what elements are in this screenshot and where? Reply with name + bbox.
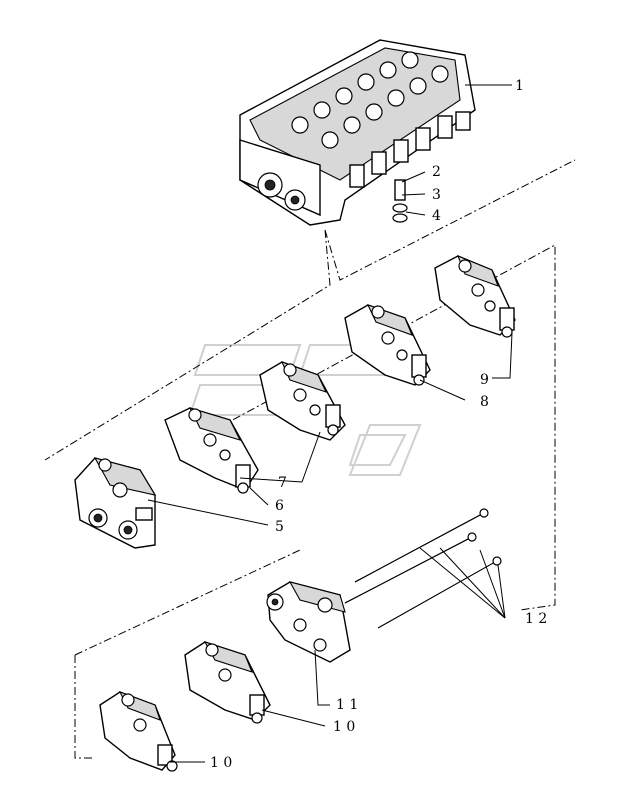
inlet-section xyxy=(266,581,351,663)
callout-6: 6 xyxy=(275,498,284,514)
leader-lines xyxy=(147,84,513,763)
callout-5: 5 xyxy=(275,519,284,535)
callout-11: 1 1 xyxy=(336,697,358,713)
valve-section-7 xyxy=(259,361,346,441)
callout-3: 3 xyxy=(432,187,441,203)
valve-section-8 xyxy=(344,304,431,386)
bolt-washer-stack xyxy=(392,179,408,223)
callout-2: 2 xyxy=(432,164,441,180)
upper-section-border xyxy=(44,159,576,461)
callout-9: 9 xyxy=(480,372,489,388)
valve-section-9 xyxy=(434,255,516,338)
callout-8: 8 xyxy=(480,394,489,410)
valve-section-10-lower xyxy=(99,690,178,772)
valve-section-6 xyxy=(164,407,259,494)
callout-labels: 1 2 3 4 5 6 7 8 9 1 0 1 0 1 1 1 2 xyxy=(210,78,547,771)
valve-section-10-upper xyxy=(184,641,271,724)
callout-4: 4 xyxy=(432,208,441,224)
callout-10-lower: 1 0 xyxy=(210,755,232,771)
lower-section-border xyxy=(74,549,301,759)
callout-10-upper: 1 0 xyxy=(333,719,355,735)
end-cover xyxy=(74,457,157,549)
callout-1: 1 xyxy=(515,78,524,94)
callout-7: 7 xyxy=(278,475,287,491)
callout-12: 1 2 xyxy=(525,611,547,627)
control-valve-assembly xyxy=(239,39,476,226)
tie-rods xyxy=(344,508,502,629)
